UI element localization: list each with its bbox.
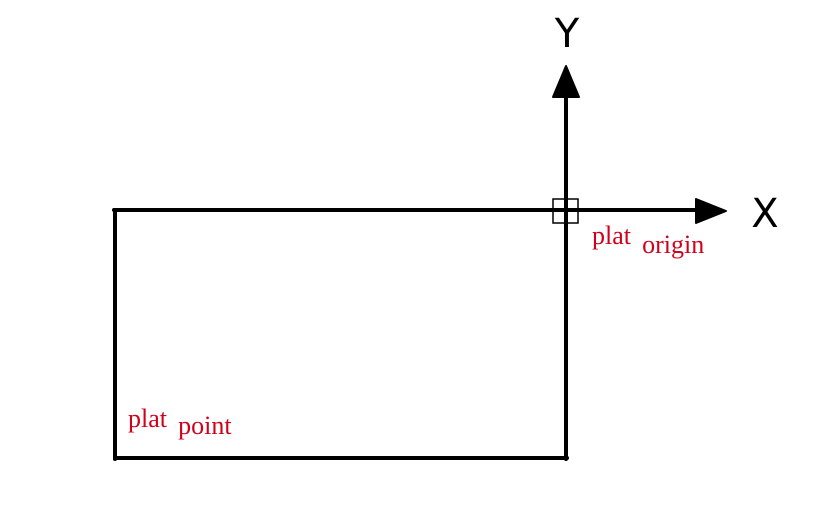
- plat-point-main: plat: [128, 404, 168, 433]
- plat-point-sub: point: [178, 411, 232, 440]
- origin-marker: [552, 198, 579, 224]
- y-axis-arrowhead: [552, 65, 580, 98]
- plat-origin-sub: origin: [642, 230, 704, 259]
- plat-origin-label: plat origin: [592, 221, 704, 259]
- y-axis-label: Y: [554, 11, 580, 57]
- x-axis-label: X: [751, 191, 778, 237]
- plat-point-label: plat point: [128, 404, 232, 440]
- x-axis-arrowhead: [695, 198, 727, 224]
- plat-origin-main: plat: [592, 221, 632, 250]
